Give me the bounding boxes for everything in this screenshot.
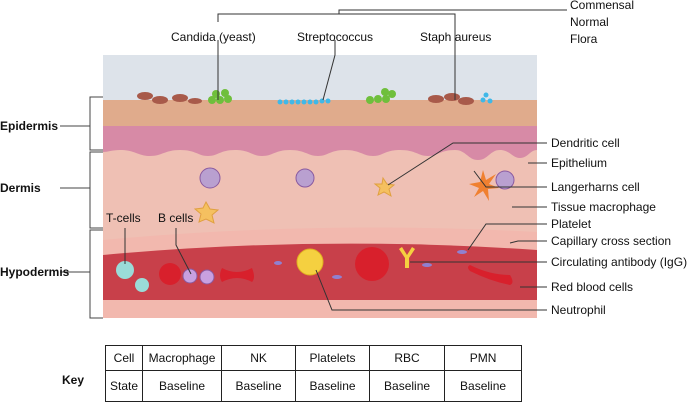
label-normal: Normal xyxy=(570,15,609,29)
label-dermis: Dermis xyxy=(0,181,41,195)
key-cell: PMN xyxy=(444,345,523,371)
label-capillary: Capillary cross section xyxy=(551,234,672,248)
key-state-row: State Baseline Baseline Baseline Baselin… xyxy=(104,370,523,402)
b-cells xyxy=(182,268,215,285)
streptococcus-chain xyxy=(277,92,493,105)
key-cell: Baseline xyxy=(444,370,523,402)
langerhans-cell xyxy=(469,170,499,201)
key-header-row: Cell Macrophage NK Platelets RBC PMN xyxy=(104,345,523,371)
dendritic-cells xyxy=(193,176,396,224)
label-epithelium: Epithelium xyxy=(551,156,608,170)
label-platelet: Platelet xyxy=(551,217,592,231)
label-b-cells: B cells xyxy=(158,211,194,225)
red-blood-cells xyxy=(159,247,513,285)
skin-flakes xyxy=(137,92,474,105)
label-antibody: Circulating antibody (IgG) xyxy=(551,255,688,269)
key-cell: Cell xyxy=(104,345,144,371)
neutrophil xyxy=(296,248,324,276)
label-commensal: Commensal xyxy=(570,0,635,12)
t-cells xyxy=(116,261,149,292)
key-table: Cell Macrophage NK Platelets RBC PMN Sta… xyxy=(104,345,523,402)
label-epidermis: Epidermis xyxy=(0,119,59,133)
label-red-blood-cells: Red blood cells xyxy=(551,280,634,294)
capillary-lumen xyxy=(103,243,537,300)
label-candida: Candida (yeast) xyxy=(171,30,256,44)
igg-antibody xyxy=(399,247,415,268)
key-label: Key xyxy=(62,373,85,387)
key-cell: Baseline xyxy=(369,370,446,402)
label-flora: Flora xyxy=(570,32,598,46)
key-cell: Baseline xyxy=(221,370,297,402)
label-dendritic-cell: Dendritic cell xyxy=(551,136,620,150)
epithelium-layer xyxy=(103,126,537,160)
label-tissue-macrophage: Tissue macrophage xyxy=(551,200,656,214)
label-staph-aureus: Staph aureus xyxy=(420,30,492,44)
label-t-cells: T-cells xyxy=(106,211,141,225)
key-cell: NK xyxy=(221,345,297,371)
label-neutrophil: Neutrophil xyxy=(551,303,606,317)
key-cell: Platelets xyxy=(295,345,371,371)
key-cell: RBC xyxy=(369,345,446,371)
label-langerhans-cell: Langerharns cell xyxy=(551,180,640,194)
label-hypodermis: Hypodermis xyxy=(0,265,70,279)
tissue-macrophages xyxy=(199,167,515,190)
leader-lines xyxy=(60,9,567,319)
key-cell: Baseline xyxy=(142,370,223,402)
platelets xyxy=(274,250,467,279)
key-cell: State xyxy=(104,370,144,402)
label-streptococcus: Streptococcus xyxy=(297,30,374,44)
key-cell: Macrophage xyxy=(142,345,223,371)
stratum-corneum xyxy=(103,100,537,128)
candida-yeast xyxy=(208,88,396,104)
key-cell: Baseline xyxy=(295,370,371,402)
